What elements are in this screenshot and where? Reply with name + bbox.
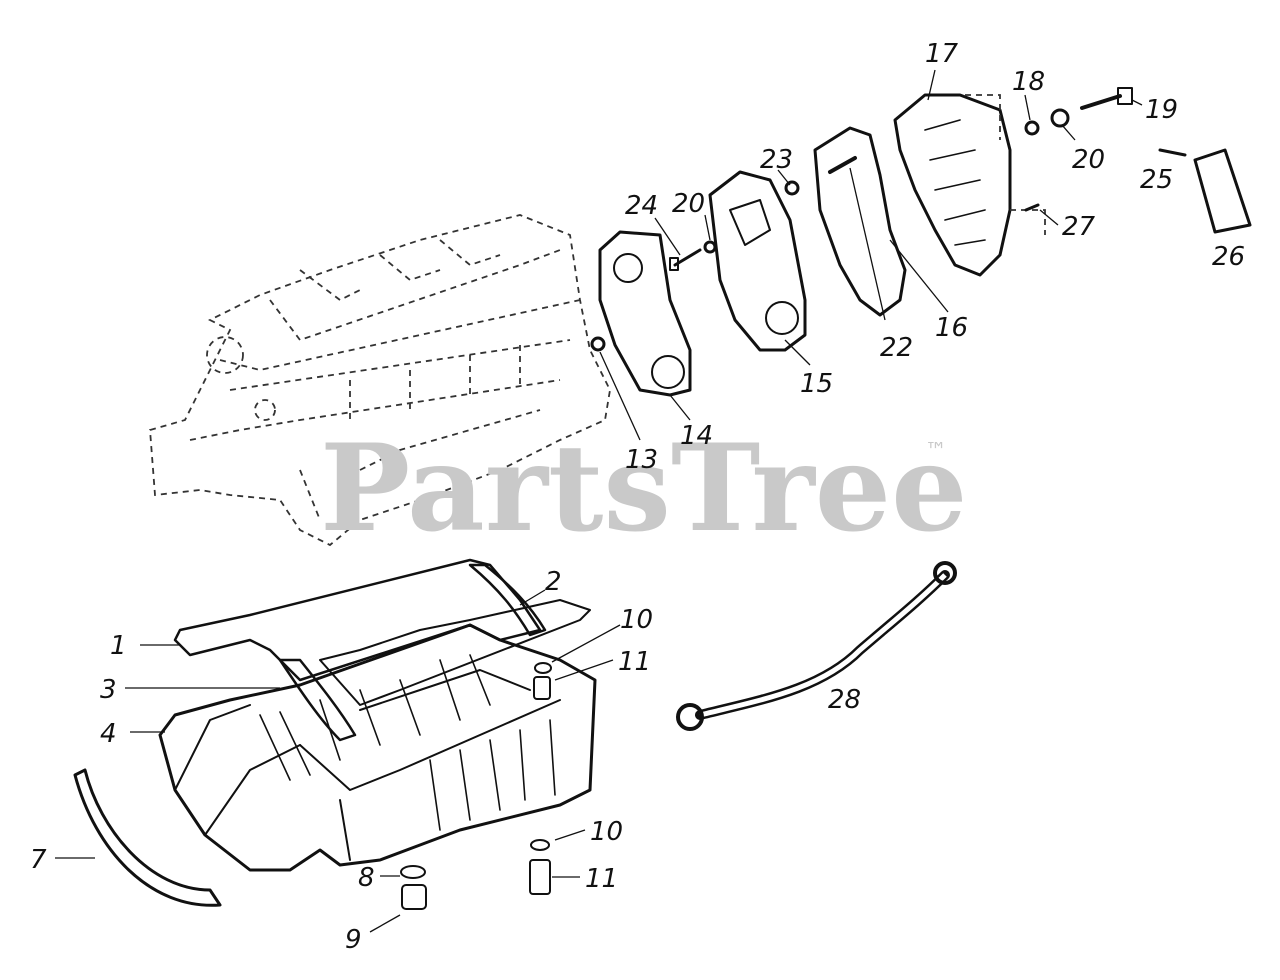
callout-13[interactable]: 13: [625, 445, 658, 475]
oil-pipe-drawing: [676, 561, 957, 731]
oil-pan-drawing: [158, 623, 597, 872]
callout-27[interactable]: 27: [1062, 212, 1096, 242]
callout-19[interactable]: 19: [1145, 95, 1178, 125]
callout-14[interactable]: 14: [680, 421, 713, 451]
drain-plug-drawing: [400, 662, 552, 910]
callout-26[interactable]: 26: [1212, 242, 1245, 272]
callout-24[interactable]: 24: [625, 191, 658, 221]
callout-20-left[interactable]: 20: [672, 189, 705, 219]
callout-11-lower[interactable]: 11: [585, 864, 618, 894]
callout-1[interactable]: 1: [110, 631, 127, 661]
watermark-brand: PartsTree: [320, 418, 967, 559]
small-hardware-drawing: [590, 87, 1252, 352]
rear-seal-drawing: [73, 768, 222, 907]
engine-block-phantom: [149, 214, 611, 547]
timing-cover-plates-drawing: [598, 93, 1046, 397]
callout-9[interactable]: 9: [345, 925, 362, 955]
pan-gaskets-drawing: [173, 558, 591, 742]
callout-15[interactable]: 15: [800, 369, 833, 399]
callout-10-upper[interactable]: 10: [620, 605, 653, 635]
callout-8[interactable]: 8: [358, 863, 375, 893]
callout-7[interactable]: 7: [30, 845, 47, 875]
callout-10-lower[interactable]: 10: [590, 817, 623, 847]
watermark-trademark: ™: [925, 439, 947, 464]
part-callouts: 1 2 3 4 7 8 9 10 11 10 11 13 14 15 16 17…: [30, 39, 1245, 955]
callout-17[interactable]: 17: [925, 39, 959, 69]
callout-25[interactable]: 25: [1140, 165, 1173, 195]
callout-23[interactable]: 23: [760, 145, 793, 175]
callout-28[interactable]: 28: [828, 685, 861, 715]
callout-20-right[interactable]: 20: [1072, 145, 1105, 175]
callout-16[interactable]: 16: [935, 313, 968, 343]
callout-18[interactable]: 18: [1012, 67, 1045, 97]
leader-lines: [55, 69, 1143, 933]
callout-4[interactable]: 4: [100, 719, 117, 749]
callout-2[interactable]: 2: [545, 567, 562, 597]
callout-3[interactable]: 3: [100, 675, 117, 705]
callout-22[interactable]: 22: [880, 333, 913, 363]
callout-11-upper[interactable]: 11: [618, 647, 651, 677]
